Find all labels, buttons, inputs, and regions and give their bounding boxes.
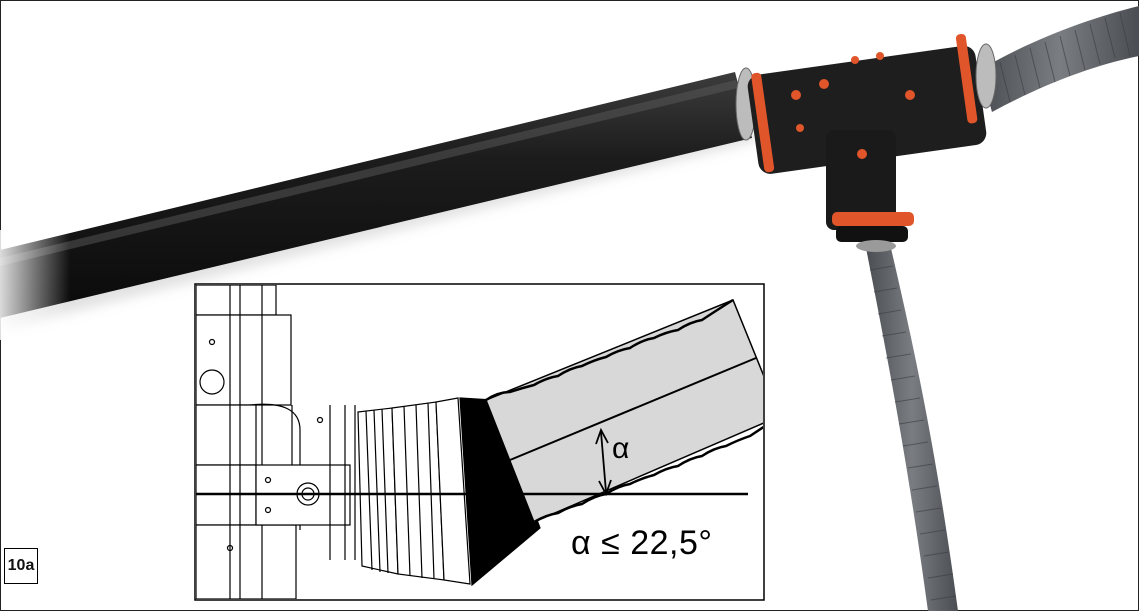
figure-label: 10a <box>4 548 38 584</box>
grey-pipe-upper-ribs <box>999 12 1131 103</box>
pipe-fade <box>0 230 70 340</box>
black-pipe-highlight <box>0 80 738 266</box>
angle-symbol: α <box>612 432 630 465</box>
angle-constraint: α ≤ 22,5° <box>571 524 713 562</box>
grey-pipe-upper <box>980 6 1139 112</box>
grey-pipe-down-ribs <box>869 265 957 601</box>
inset-drawing <box>194 283 765 601</box>
black-pipe <box>0 72 752 318</box>
grey-pipe-down <box>866 244 958 611</box>
tee-fitting <box>735 33 997 252</box>
